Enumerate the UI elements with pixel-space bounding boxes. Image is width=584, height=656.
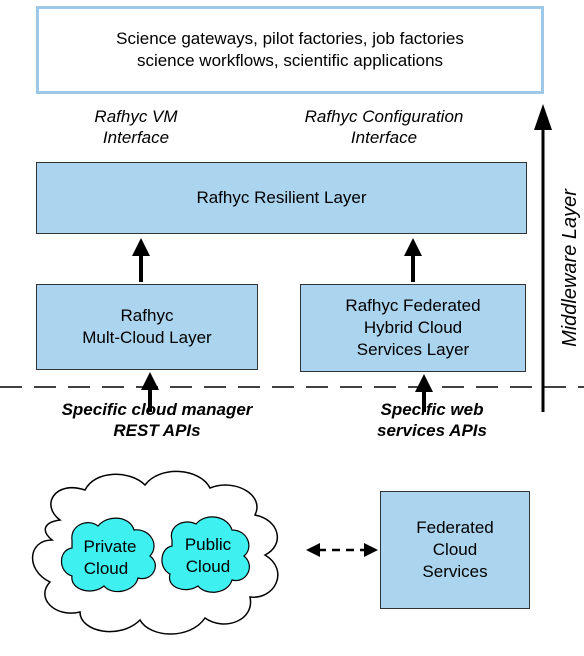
federated-services-box: Federated Cloud Services xyxy=(380,491,530,609)
vm-interface-line-1: Rafhyc VM xyxy=(94,107,178,126)
federated-line-1: Rafhyc Federated xyxy=(345,296,481,315)
web-services-api-line-1: Specific web xyxy=(380,400,484,419)
web-services-api-line-2: services APIs xyxy=(377,421,487,440)
federated-services-line-1: Federated xyxy=(416,518,494,537)
cloud-manager-api-label: Specific cloud manager REST APIs xyxy=(30,399,284,441)
public-cloud-line-2: Cloud xyxy=(186,557,230,576)
public-cloud-line-1: Public xyxy=(185,535,232,554)
cloud-manager-api-line-1: Specific cloud manager xyxy=(61,400,253,419)
federated-services-line-2: Cloud xyxy=(432,540,478,559)
private-cloud-line-2: Cloud xyxy=(84,559,128,578)
arrow-federated-to-resilient xyxy=(404,238,422,282)
resilient-layer-label: Rafhyc Resilient Layer xyxy=(196,188,367,207)
arrow-web-api-to-federated xyxy=(415,374,433,412)
config-interface-line-1: Rafhyc Configuration xyxy=(304,107,464,126)
middleware-layer-label: Middleware Layer xyxy=(559,188,581,347)
applications-box: Science gateways, pilot factories, job f… xyxy=(36,6,544,94)
multicloud-layer-box: Rafhyc Mult-Cloud Layer xyxy=(36,284,258,370)
federated-layer-box: Rafhyc Federated Hybrid Cloud Services L… xyxy=(300,284,526,372)
config-interface-line-2: Interface xyxy=(350,128,418,147)
federated-line-2: Hybrid Cloud xyxy=(363,318,463,337)
config-interface-label: Rafhyc Configuration Interface xyxy=(264,106,504,148)
middleware-arrow xyxy=(534,104,552,412)
public-cloud-shape xyxy=(161,516,250,593)
federated-services-line-3: Services xyxy=(422,562,488,581)
web-services-api-label: Specific web services APIs xyxy=(350,399,514,441)
multicloud-line-1: Rafhyc xyxy=(120,306,174,325)
cloud-shape xyxy=(31,470,279,635)
private-cloud-line-1: Private xyxy=(84,537,137,556)
vm-interface-label: Rafhyc VM Interface xyxy=(56,106,216,148)
resilient-layer-box: Rafhyc Resilient Layer xyxy=(36,162,527,234)
private-cloud-shape xyxy=(60,517,156,593)
cloud-to-federated-arrow xyxy=(306,543,378,557)
applications-line-2: science workflows, scientific applicatio… xyxy=(136,51,444,70)
federated-line-3: Services Layer xyxy=(356,340,470,359)
vm-interface-line-2: Interface xyxy=(102,128,170,147)
arrow-multicloud-to-resilient xyxy=(132,238,150,282)
cloud-manager-api-line-2: REST APIs xyxy=(113,421,201,440)
multicloud-line-2: Mult-Cloud Layer xyxy=(82,328,212,347)
arrow-cloud-api-to-multicloud xyxy=(141,372,159,412)
applications-line-1: Science gateways, pilot factories, job f… xyxy=(116,29,464,48)
